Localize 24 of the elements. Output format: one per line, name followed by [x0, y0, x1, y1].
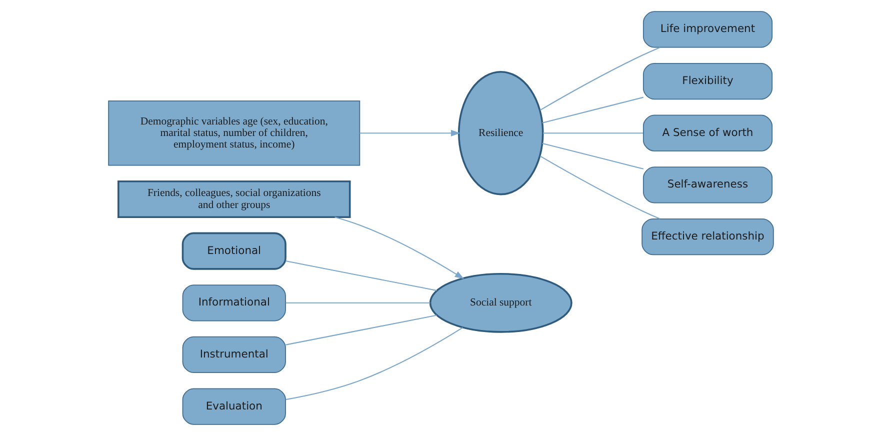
node-box: A Sense of worth	[642, 114, 773, 152]
connector	[286, 314, 437, 346]
node-box: Emotional	[182, 232, 286, 270]
node-ellipse: Social support	[429, 272, 572, 333]
node-box: Life improvement	[642, 11, 773, 48]
node-box: Self-awareness	[642, 166, 773, 204]
node-box: Informational	[182, 284, 286, 322]
node-box: Instrumental	[182, 336, 286, 374]
connector	[542, 96, 644, 124]
node-box: Flexibility	[642, 62, 773, 100]
connector	[286, 327, 464, 400]
node-box: Effective relationship	[642, 218, 774, 256]
node-ellipse: Resilience	[458, 71, 544, 196]
node-box: Demographic variables age (sex, education, marital status, number of children, employment status, income)	[108, 100, 360, 166]
arrow	[334, 216, 464, 280]
connector	[542, 142, 644, 170]
node-box: Friends, colleagues, social organizations and other groups	[118, 180, 351, 218]
arrow	[360, 130, 460, 136]
connector	[543, 132, 644, 134]
connector	[286, 260, 437, 292]
connector	[540, 156, 660, 220]
node-box: Evaluation	[182, 388, 286, 425]
connector	[286, 302, 430, 304]
connector	[540, 46, 660, 111]
